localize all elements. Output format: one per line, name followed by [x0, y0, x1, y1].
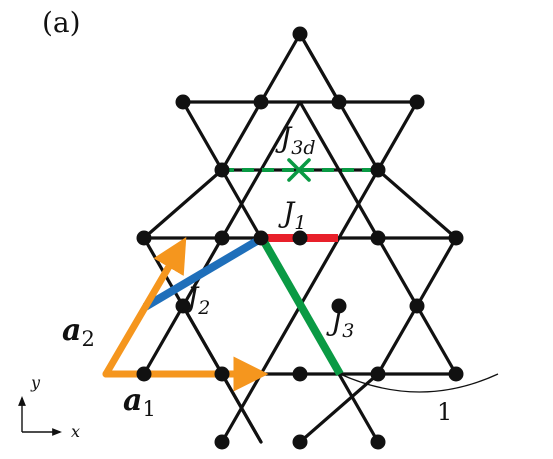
- j3-bond: [258, 236, 344, 376]
- lattice-vertex: [448, 366, 464, 382]
- lattice-vertex: [136, 366, 152, 382]
- lattice-vertex: [175, 94, 191, 110]
- lattice-vertex: [214, 434, 230, 450]
- lattice-edge: [220, 372, 263, 444]
- lattice-vertices: [136, 26, 464, 450]
- unit-length-arc: [339, 373, 499, 393]
- lattice-vertex: [136, 230, 152, 246]
- axis-x-label: x: [71, 422, 80, 441]
- j3d-label: J3d: [275, 121, 316, 159]
- lattice-vertex: [292, 366, 308, 382]
- panel-label: (a): [42, 6, 81, 39]
- lattice-vertex: [370, 162, 386, 178]
- lattice-vertex: [214, 366, 230, 382]
- lattice-vertex: [331, 94, 347, 110]
- lattice-edge: [142, 168, 224, 240]
- lattice-vertex: [409, 298, 425, 314]
- lattice-edge: [376, 304, 419, 376]
- lattice-vector-a2: [102, 236, 187, 378]
- j3-label: J3: [326, 304, 354, 342]
- lattice-vertex: [331, 298, 347, 314]
- axes-arrows-icon: [18, 396, 62, 436]
- lattice-vertex: [448, 230, 464, 246]
- axis-y-label: y: [30, 373, 41, 392]
- lattice-vertex: [292, 434, 308, 450]
- lattice-vertex: [214, 230, 230, 246]
- lattice-edge: [220, 168, 263, 240]
- unit-length-label: 1: [437, 398, 452, 426]
- lattice-vertex: [214, 162, 230, 178]
- lattice-vertex: [292, 230, 308, 246]
- a1-label: a1: [123, 383, 156, 421]
- j2-label: J2: [182, 281, 210, 319]
- lattice-vertex: [253, 230, 269, 246]
- lattice-vertex: [409, 94, 425, 110]
- lattice-edge: [376, 100, 419, 172]
- lattice-vertex: [370, 230, 386, 246]
- j2-bond: [142, 234, 265, 311]
- lattice-edge: [181, 100, 224, 172]
- a2-label: a2: [62, 313, 95, 351]
- lattice-vertex: [370, 366, 386, 382]
- lattice-edge: [415, 236, 458, 308]
- lattice-vertex: [175, 298, 191, 314]
- j1-label: J1: [278, 196, 306, 234]
- cross-mark-icon: [287, 158, 311, 182]
- lattice-edge: [376, 168, 458, 240]
- lattice-vertex: [253, 94, 269, 110]
- lattice-vertex: [370, 434, 386, 450]
- lattice-edge: [298, 372, 380, 444]
- lattice-vertex: [292, 26, 308, 42]
